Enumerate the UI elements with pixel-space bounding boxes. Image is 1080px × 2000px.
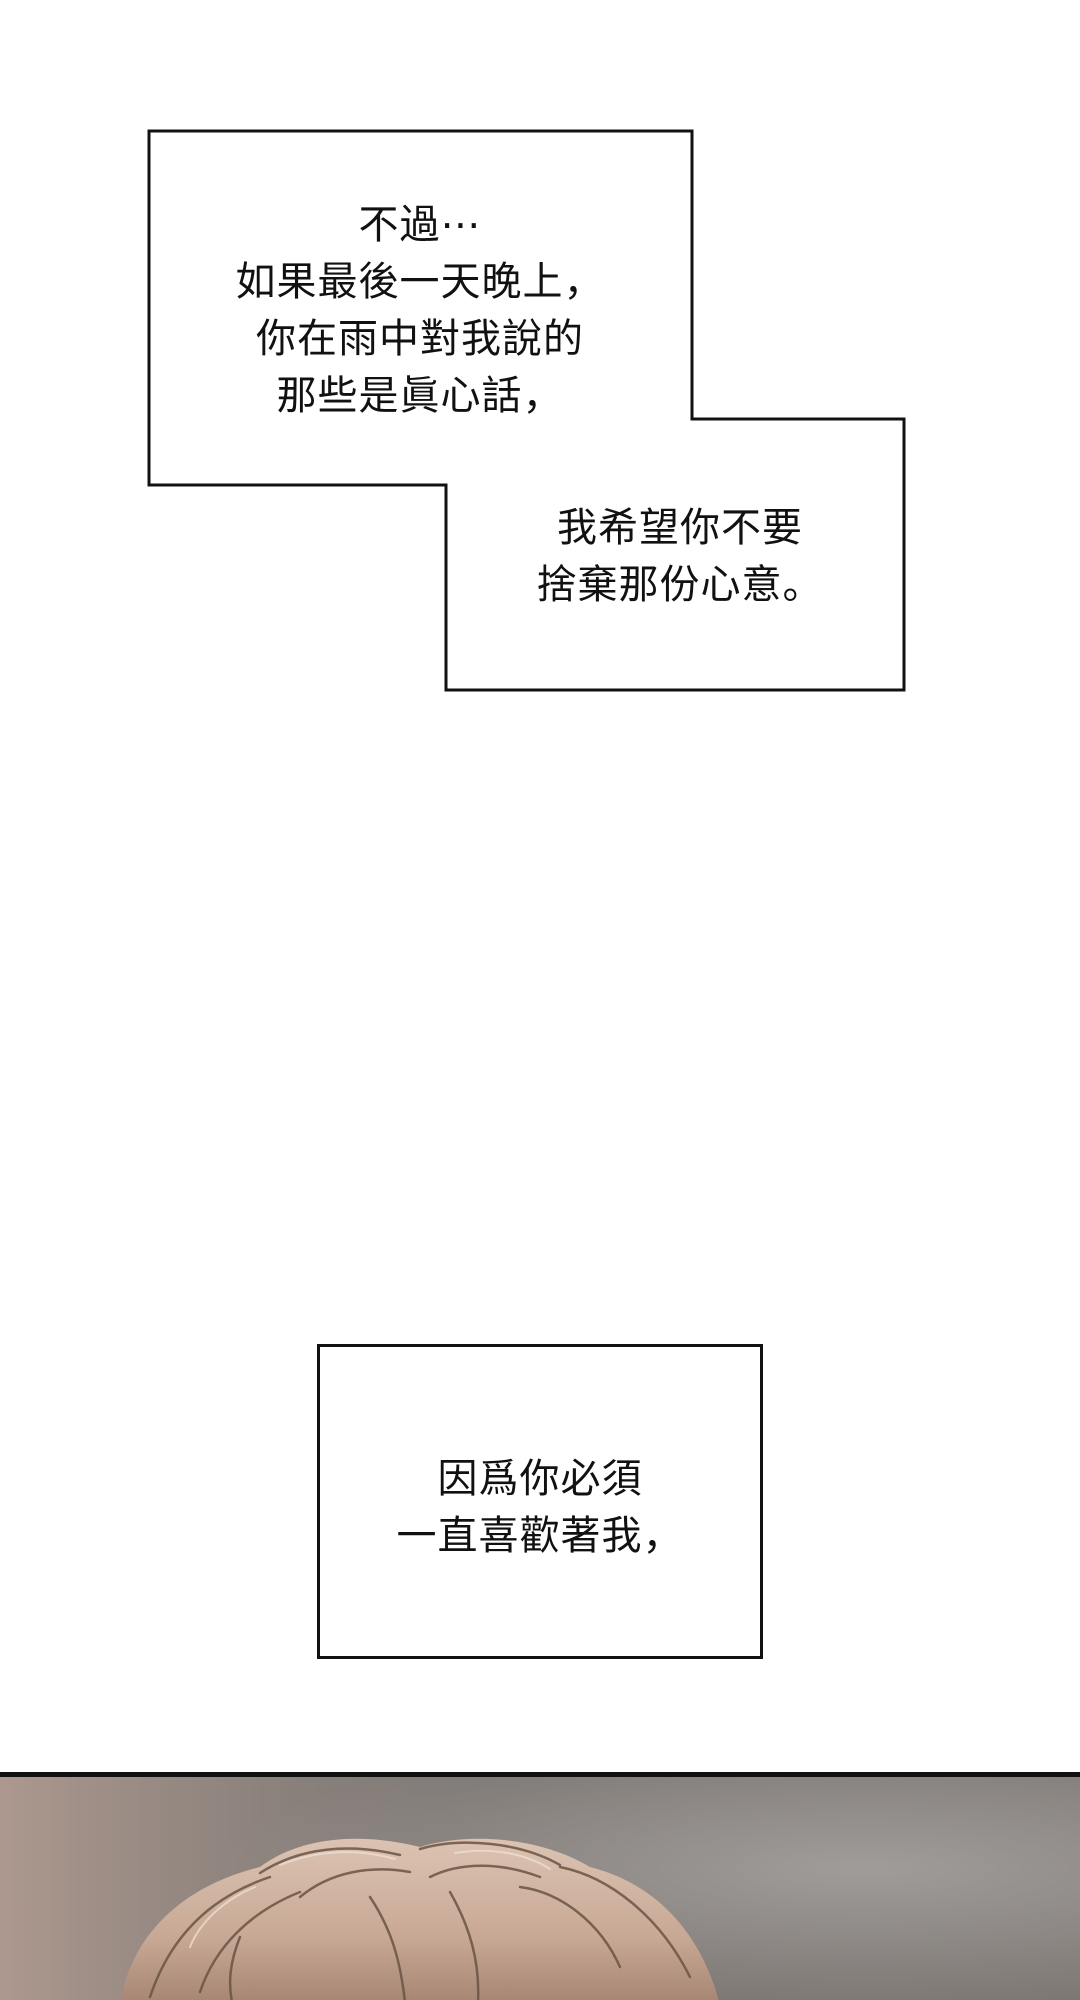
caption-first: 不過⋯ 如果最後一天晚上， 你在雨中對我說的 那些是眞心話，	[180, 197, 660, 425]
caption-second-line-2: 捨棄那份心意。	[536, 562, 824, 608]
caption-third: 因爲你必須 一直喜歡著我，	[340, 1451, 740, 1565]
caption-second-line-1: 我希望你不要	[557, 505, 803, 551]
caption-third-line-2: 一直喜歡著我，	[396, 1513, 684, 1559]
caption-second: 我希望你不要 捨棄那份心意。	[480, 500, 880, 614]
character-hair-illustration	[0, 1777, 1080, 2000]
caption-frame-stepped	[147, 129, 906, 692]
caption-first-line-2: 如果最後一天晚上，	[235, 259, 605, 305]
caption-first-line-4: 那些是眞心話，	[276, 373, 564, 419]
caption-frame-third	[317, 1344, 763, 1659]
caption-first-line-1: 不過⋯	[358, 202, 482, 248]
caption-third-line-1: 因爲你必須	[437, 1456, 643, 1502]
caption-first-line-3: 你在雨中對我說的	[256, 316, 584, 362]
illustration-panel	[0, 1772, 1080, 2000]
